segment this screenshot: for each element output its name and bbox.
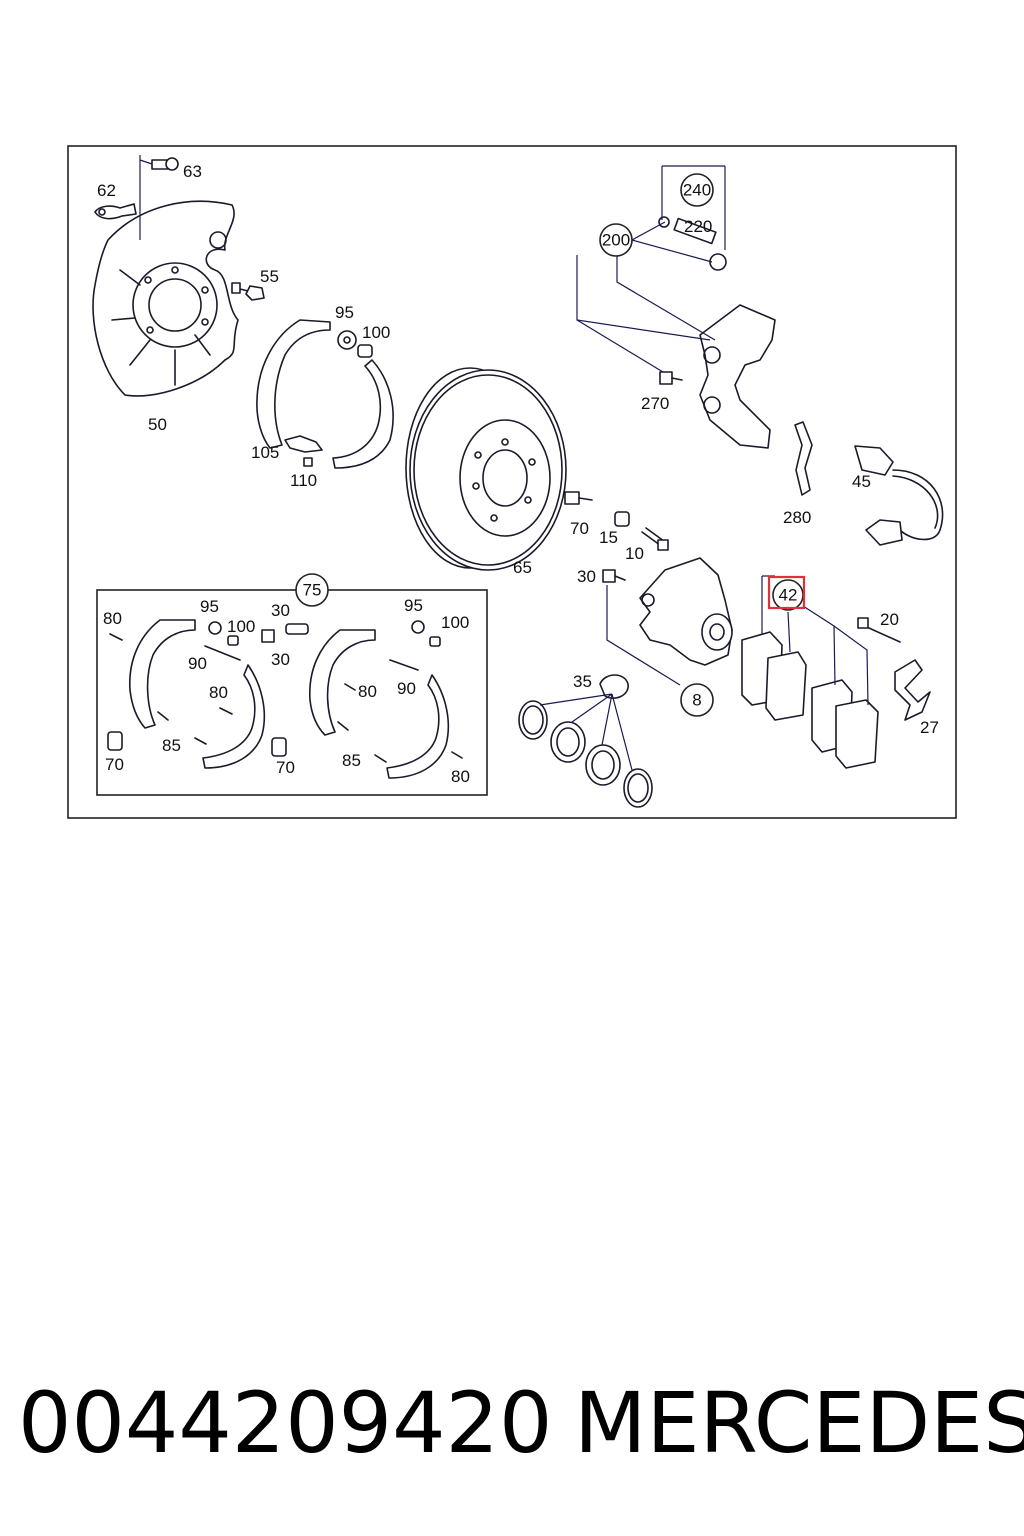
- diagram-frame: [67, 145, 957, 819]
- callout-30: 30: [577, 567, 596, 586]
- bolt-270: [659, 371, 683, 385]
- backing-plate-50: [92, 200, 239, 397]
- brake-pad-set-42: [741, 631, 879, 769]
- bolt-70: [564, 491, 593, 505]
- bolt-55: [231, 282, 265, 301]
- callout-62: 62: [97, 181, 116, 200]
- callout-27: 27: [920, 718, 939, 737]
- kit-callout-85: 85: [342, 751, 361, 770]
- brake-disc-65: [405, 367, 567, 571]
- kit-callout-30: 30: [271, 601, 290, 620]
- callout-65: 65: [513, 558, 532, 577]
- highlight-box-42: [767, 575, 806, 610]
- cap-15: [614, 511, 630, 527]
- callout-50: 50: [148, 415, 167, 434]
- callout-75: 75: [303, 581, 322, 600]
- kit-callout-80: 80: [358, 682, 377, 701]
- kit-callout-90: 90: [188, 654, 207, 673]
- caliper-housing-8: [639, 557, 733, 666]
- callout-240: 240: [683, 181, 711, 200]
- callout-105: 105: [251, 443, 279, 462]
- spring-280: [794, 421, 813, 496]
- kit-callout-80: 80: [103, 609, 122, 628]
- callout-70: 70: [570, 519, 589, 538]
- bleeder-10: [641, 527, 669, 551]
- kit-callout-85: 85: [162, 736, 181, 755]
- callout-200: 200: [602, 231, 630, 250]
- sleeve-100: [357, 344, 373, 358]
- spring-27: [894, 659, 931, 721]
- callout-45: 45: [852, 472, 871, 491]
- callout-220: 220: [684, 217, 712, 236]
- circle-200: [599, 223, 633, 257]
- circle-8: [680, 683, 714, 717]
- kit-callout-100: 100: [227, 617, 255, 636]
- callout-110: 110: [290, 471, 317, 490]
- callout-55: 55: [260, 267, 279, 286]
- kit-callout-80: 80: [451, 767, 470, 786]
- kit-callout-80: 80: [209, 683, 228, 702]
- kit-callout-95: 95: [404, 596, 423, 615]
- brand-name: MERCEDES: [574, 1374, 1024, 1472]
- clip-62: [94, 203, 137, 220]
- callout-15: 15: [599, 528, 618, 547]
- circle-240: [680, 173, 714, 207]
- callout-95: 95: [335, 303, 354, 322]
- pin-20: [857, 617, 901, 643]
- callout-20: 20: [880, 610, 899, 629]
- callout-10: 10: [625, 544, 644, 563]
- adjuster-95: [337, 330, 357, 350]
- spring-110: [284, 435, 323, 467]
- kit-callout-95: 95: [200, 597, 219, 616]
- kit-callout-30: 30: [271, 650, 290, 669]
- part-number: 0044209420: [18, 1374, 553, 1472]
- wear-sensor-45: [854, 445, 944, 546]
- callout-63: 63: [183, 162, 202, 181]
- kit-75-parts: [107, 619, 463, 779]
- callout-42: 42: [779, 586, 798, 605]
- kit-callout-90: 90: [397, 679, 416, 698]
- kit-callout-100: 100: [441, 613, 469, 632]
- footer: 0044209420 MERCEDES: [0, 1368, 1024, 1478]
- bolt-63: [151, 157, 179, 171]
- circle-75: [295, 573, 329, 607]
- parking-shoe-right: [332, 359, 394, 469]
- kit-callout-70: 70: [276, 758, 295, 777]
- callout-100: 100: [362, 323, 390, 342]
- seal-kit-35: [518, 674, 653, 808]
- kit-callout-70: 70: [105, 755, 124, 774]
- kit-75-frame: [96, 589, 488, 796]
- callout-35: 35: [573, 672, 592, 691]
- callout-270: 270: [641, 394, 669, 413]
- callout-8: 8: [692, 691, 701, 710]
- bolt-30: [602, 569, 626, 583]
- caliper-carrier: [699, 304, 776, 449]
- parking-shoe-left: [256, 319, 331, 449]
- callout-280: 280: [783, 508, 811, 527]
